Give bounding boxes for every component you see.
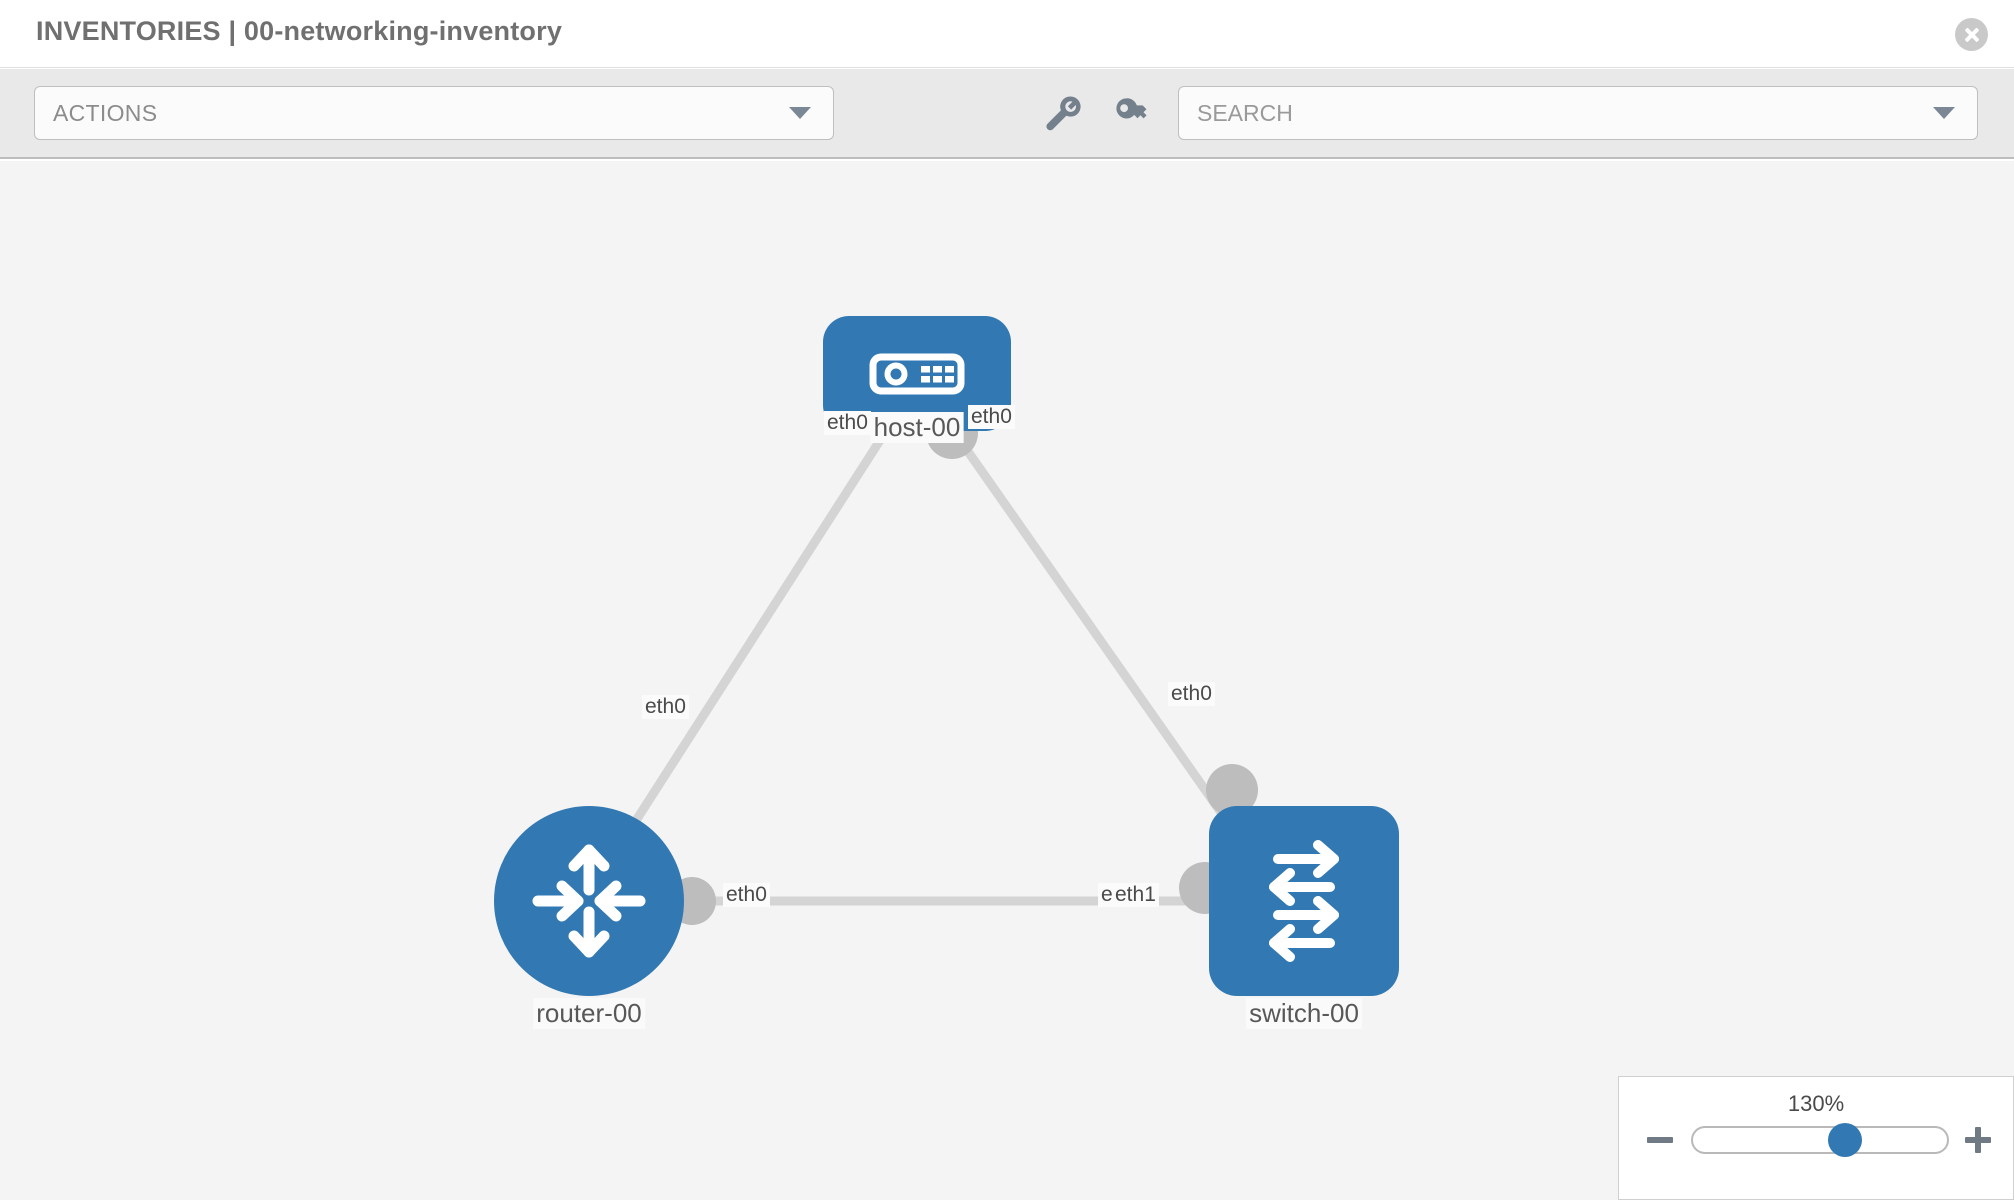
zoom-control-panel: 130% bbox=[1618, 1076, 2014, 1200]
server-icon bbox=[869, 353, 965, 394]
topology-node-router-00[interactable]: router-00 bbox=[494, 806, 684, 1046]
iface-label-switch-left-front: eth1 bbox=[1112, 883, 1159, 907]
wrench-icon[interactable] bbox=[1040, 91, 1084, 135]
actions-dropdown-label: ACTIONS bbox=[53, 100, 158, 126]
node-label-router: router-00 bbox=[533, 998, 645, 1029]
iface-label-router-up: eth0 bbox=[642, 695, 689, 719]
switch-arrows-icon bbox=[1269, 840, 1339, 962]
search-chevron-down-icon[interactable] bbox=[1933, 107, 1955, 119]
page-title: INVENTORIES | 00-networking-inventory bbox=[36, 16, 563, 46]
zoom-slider-track[interactable] bbox=[1691, 1123, 1949, 1157]
zoom-in-button[interactable] bbox=[1963, 1125, 1993, 1155]
topology-canvas[interactable]: host-00 router-00 bbox=[0, 161, 2014, 1200]
search-field[interactable] bbox=[1178, 86, 1978, 140]
iface-label-router-right: eth0 bbox=[723, 883, 770, 907]
search-input[interactable] bbox=[1197, 87, 1897, 139]
node-label-switch: switch-00 bbox=[1246, 998, 1362, 1029]
chevron-down-icon bbox=[789, 107, 811, 119]
close-icon[interactable] bbox=[1955, 18, 1988, 51]
switch-node-shape bbox=[1209, 806, 1399, 996]
node-label-host: host-00 bbox=[870, 412, 964, 443]
zoom-level-value: 130% bbox=[1787, 1091, 1845, 1116]
iface-label-switch-up: eth0 bbox=[1168, 682, 1215, 706]
zoom-slider-thumb[interactable] bbox=[1828, 1123, 1863, 1157]
iface-label-host-left: eth0 bbox=[824, 411, 871, 435]
connector-switch-top bbox=[1206, 764, 1258, 816]
zoom-out-button[interactable] bbox=[1645, 1125, 1675, 1155]
link-host-router bbox=[606, 428, 890, 864]
toolbar: ACTIONS bbox=[0, 69, 2014, 159]
link-host-switch bbox=[951, 430, 1252, 854]
page-header: INVENTORIES | 00-networking-inventory bbox=[0, 0, 2014, 68]
topology-node-host-00[interactable]: host-00 bbox=[823, 316, 1011, 461]
router-arrows-icon bbox=[532, 844, 646, 958]
key-icon[interactable] bbox=[1110, 91, 1154, 135]
actions-dropdown[interactable]: ACTIONS bbox=[34, 86, 834, 140]
router-node-shape bbox=[494, 806, 684, 996]
iface-label-host-right: eth0 bbox=[968, 405, 1015, 429]
topology-node-switch-00[interactable]: switch-00 bbox=[1209, 806, 1399, 1046]
